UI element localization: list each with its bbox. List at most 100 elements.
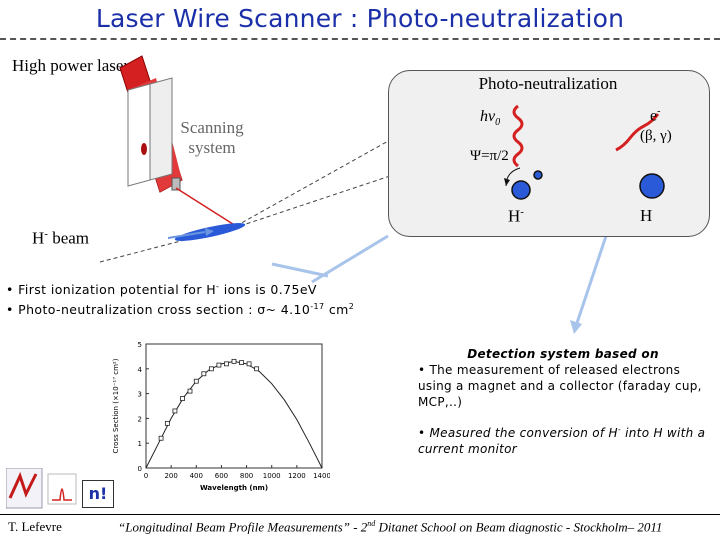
fact-text: First ionization potential for H xyxy=(18,282,217,298)
bullet-mark: • xyxy=(418,363,426,377)
scanning-line2: system xyxy=(188,138,236,157)
beam-dashed-right xyxy=(239,175,391,227)
electron-params-label: (β, γ) xyxy=(640,128,672,144)
bullet-mark: • xyxy=(418,426,426,440)
pointer-arrow-3-head xyxy=(570,320,582,334)
scanning-line1: Scanning xyxy=(180,118,244,137)
photo-neutralization-panel xyxy=(388,70,710,237)
x-tick-label: 400 xyxy=(190,472,203,480)
y-tick-label: 2 xyxy=(138,415,142,423)
photon-sub: 0 xyxy=(495,117,501,129)
pointer-arrow-2 xyxy=(311,234,389,284)
electron-wave-icon xyxy=(615,113,660,152)
footer-citation: “Longitudinal Beam Profile Measurements”… xyxy=(118,519,662,535)
slide-title: Laser Wire Scanner : Photo-neutralizatio… xyxy=(95,4,625,33)
pointer-arrow-3 xyxy=(574,235,608,327)
citation-text: “Longitudinal Beam Profile Measurements”… xyxy=(118,519,368,535)
data-point xyxy=(216,362,222,368)
h-beam-word: beam xyxy=(47,228,90,248)
bullet-mark: • xyxy=(6,282,14,298)
h-minus-sign: - xyxy=(520,206,524,218)
bullet-mark: • xyxy=(6,302,14,318)
fact-sup: - xyxy=(216,282,220,291)
footer-rule xyxy=(0,514,720,515)
ditanet-logo: n! xyxy=(82,480,114,508)
beam-dashed-up xyxy=(235,139,391,227)
chart-frame xyxy=(145,343,323,469)
x-tick-label: 600 xyxy=(215,472,228,480)
laser-aperture xyxy=(141,143,147,155)
fact-ionization: • First ionization potential for H- ions… xyxy=(6,278,354,298)
photon-energy-label: hν0 xyxy=(480,108,500,128)
x-tick-label: 1400 xyxy=(313,472,330,480)
detection-item-2-end: into H with a current monitor xyxy=(418,426,706,456)
institution-logos xyxy=(6,468,77,509)
data-point xyxy=(201,371,207,377)
scanner-head xyxy=(171,177,181,191)
h-neutral-atom-icon xyxy=(639,173,665,199)
detection-heading: Detection system based on xyxy=(467,347,659,361)
facts-list: • First ionization potential for H- ions… xyxy=(6,278,354,318)
x-tick-label: 0 xyxy=(144,472,148,480)
citation-sup: nd xyxy=(367,519,376,528)
electron-minus: - xyxy=(657,106,661,117)
beam-arrow-head xyxy=(205,228,214,236)
citation-text-end: Ditanet School on Beam diagnostic - Stoc… xyxy=(375,519,663,535)
y-tick-label: 5 xyxy=(138,341,142,349)
data-point xyxy=(239,360,244,366)
fact-sup2: 2 xyxy=(348,302,355,312)
data-point xyxy=(224,361,229,367)
fact-text: Photo-neutralization cross section : σ~ … xyxy=(18,302,311,318)
peak-logo-curve xyxy=(52,488,72,501)
x-tick-label: 1200 xyxy=(288,472,306,480)
pointer-arrow-1 xyxy=(271,262,329,278)
photo-neutralization-diagram xyxy=(504,104,665,200)
data-point xyxy=(180,396,185,401)
detection-description: Detection system based on • The measurem… xyxy=(418,346,708,457)
fact-text-end: cm xyxy=(324,302,349,318)
x-axis-label: Wavelength (nm) xyxy=(200,484,268,492)
cross-section-chart: 0 200 400 600 800 1000 1200 1400 0 1 2 3 4 5Wavelengt… xyxy=(112,341,330,492)
angle-arrow-head xyxy=(504,178,510,186)
data-point xyxy=(158,435,164,441)
x-tick-label: 1000 xyxy=(263,472,281,480)
title-divider xyxy=(0,38,720,40)
detection-item-2-sup: - xyxy=(617,425,622,434)
detection-item-1-text: The measurement of released electrons us… xyxy=(418,363,702,409)
photon-wave-icon xyxy=(512,104,524,168)
detection-item-1: • The measurement of released electrons … xyxy=(418,362,708,410)
data-point xyxy=(231,358,237,364)
y-tick-label: 4 xyxy=(138,366,143,374)
electron-e: e xyxy=(650,107,658,125)
h-minus-ion-icon xyxy=(511,180,531,200)
y-tick-label: 3 xyxy=(138,391,142,399)
scanning-system-label: Scanning system xyxy=(174,118,250,158)
laser-box-face xyxy=(127,83,151,187)
h-minus-h: H xyxy=(508,206,521,226)
h-minus-label: H- xyxy=(508,206,524,227)
data-point xyxy=(172,408,178,414)
x-tick-label: 200 xyxy=(164,472,177,480)
detection-item-2-text: Measured the conversion of H xyxy=(429,426,618,440)
data-point xyxy=(193,378,199,384)
photon-nu: ν xyxy=(488,108,496,125)
fact-sup: -17 xyxy=(310,302,325,312)
y-tick-label: 0 xyxy=(138,465,142,473)
high-power-laser-label: High power laser xyxy=(12,56,130,75)
h-beam-minus: - xyxy=(44,228,48,240)
fact-cross-section: • Photo-neutralization cross section : σ… xyxy=(6,298,354,318)
x-tick-label: 800 xyxy=(240,472,253,480)
y-axis-label: Cross Section (×10⁻¹⁷ cm²) xyxy=(112,358,120,453)
h-beam-label: H- beam xyxy=(32,228,89,249)
photon-h: h xyxy=(480,108,488,125)
y-tick-label: 1 xyxy=(138,440,142,448)
beam-direction-arrow xyxy=(167,231,206,239)
footer-author: T. Lefevre xyxy=(8,519,62,534)
h-neutral-label: H xyxy=(640,206,653,225)
fact-text-end: ions is 0.75eV xyxy=(219,282,317,298)
data-point xyxy=(254,366,260,372)
data-point xyxy=(246,361,252,367)
laser-box-face2 xyxy=(149,77,173,181)
data-point xyxy=(187,388,193,394)
